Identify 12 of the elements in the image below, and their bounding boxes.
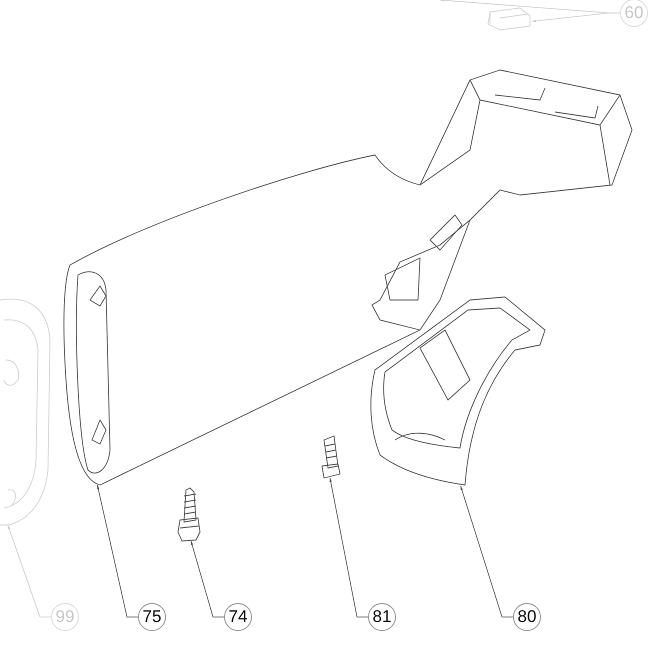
leader-line xyxy=(7,524,52,618)
callout-number: 80 xyxy=(513,603,541,631)
leader-line xyxy=(330,478,368,618)
callout-number: 81 xyxy=(368,603,396,631)
leader-line xyxy=(190,540,224,618)
callout-number: 74 xyxy=(224,603,252,631)
wood-screw-drawing xyxy=(176,488,201,541)
bolt-drawing xyxy=(320,436,340,478)
leader-line xyxy=(460,486,514,618)
leader-line xyxy=(440,0,620,14)
callout-number: 75 xyxy=(138,603,166,631)
leader-line xyxy=(96,484,138,618)
